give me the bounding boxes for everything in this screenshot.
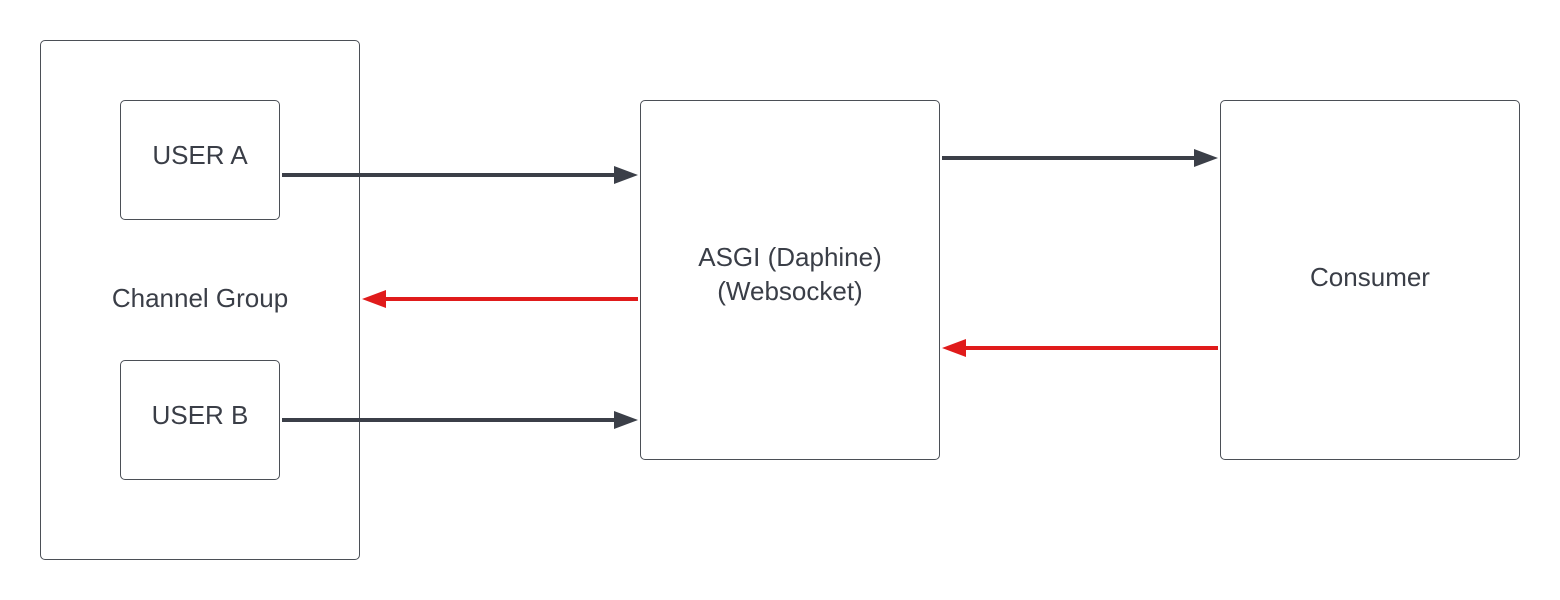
consumer-label: Consumer — [1310, 262, 1430, 292]
asgi-label-line1: ASGI (Daphine) — [698, 242, 882, 272]
asgi-label-line2: (Websocket) — [717, 276, 863, 306]
asgi-box — [640, 100, 940, 460]
asgi-label: ASGI (Daphine) (Websocket) — [640, 240, 940, 308]
channel-group-label: Channel Group — [111, 283, 289, 313]
arrow-asgi-to-channel-group — [362, 290, 638, 308]
arrow-asgi-to-consumer — [942, 149, 1218, 167]
arrow-consumer-to-asgi — [942, 339, 1218, 357]
user-b-label: USER B — [151, 400, 249, 430]
user-a-label: USER A — [152, 140, 248, 170]
user-b-box — [120, 360, 280, 480]
consumer-box — [1220, 100, 1520, 460]
user-a-box — [120, 100, 280, 220]
